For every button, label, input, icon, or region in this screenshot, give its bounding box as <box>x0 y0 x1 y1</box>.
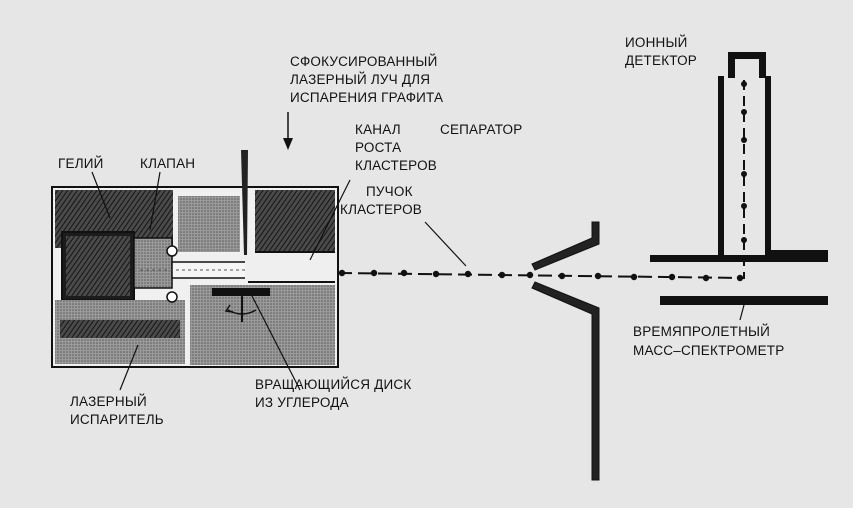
tof-spectrometer <box>650 52 828 305</box>
laser-cone <box>241 150 248 255</box>
label-tof-1: ВРЕМЯПРОЛЕТНЫЙ <box>633 324 770 339</box>
label-focused-laser-3: ИСПАРЕНИЯ ГРАФИТА <box>290 90 443 105</box>
repeller-plate <box>660 296 828 305</box>
valve-body <box>133 237 173 289</box>
label-disk-2: ИЗ УГЛЕРОДА <box>255 395 349 410</box>
carbon-disk <box>212 288 270 296</box>
label-channel-2: РОСТА <box>355 140 401 155</box>
source-block <box>51 150 339 368</box>
label-beam-1: ПУЧОК <box>366 184 413 199</box>
label-focused-laser-2: ЛАЗЕРНЫЙ ЛУЧ ДЛЯ <box>290 72 430 87</box>
label-channel-1: КАНАЛ <box>355 122 401 137</box>
text-labels: СФОКУСИРОВАННЫЙ ЛАЗЕРНЫЙ ЛУЧ ДЛЯ ИСПАРЕН… <box>58 35 784 427</box>
label-ion-detector-1: ИОННЫЙ <box>625 35 688 50</box>
label-separator: СЕПАРАТОР <box>440 122 522 137</box>
cluster-beam <box>337 269 746 282</box>
valve-ball-lower <box>166 291 178 303</box>
label-tof-2: МАСС–СПЕКТРОМЕТР <box>633 343 784 358</box>
label-helium: ГЕЛИЙ <box>58 156 104 171</box>
label-vaporizer-2: ИСПАРИТЕЛЬ <box>70 412 164 427</box>
label-ion-detector-2: ДЕТЕКТОР <box>625 53 697 68</box>
label-beam-2: КЛАСТЕРОВ <box>340 202 422 217</box>
label-valve: КЛАПАН <box>140 156 195 171</box>
label-vaporizer-1: ЛАЗЕРНЫЙ <box>70 394 147 409</box>
valve-ball-upper <box>166 245 178 257</box>
separator-skimmer <box>531 221 600 481</box>
label-disk-1: ВРАЩАЮЩИЙСЯ ДИСК <box>255 377 411 392</box>
label-focused-laser-1: СФОКУСИРОВАННЫЙ <box>290 54 437 69</box>
label-channel-3: КЛАСТЕРОВ <box>355 158 437 173</box>
laser-arrow <box>283 112 293 150</box>
leader-lines <box>91 171 745 391</box>
ion-detector <box>728 52 766 78</box>
